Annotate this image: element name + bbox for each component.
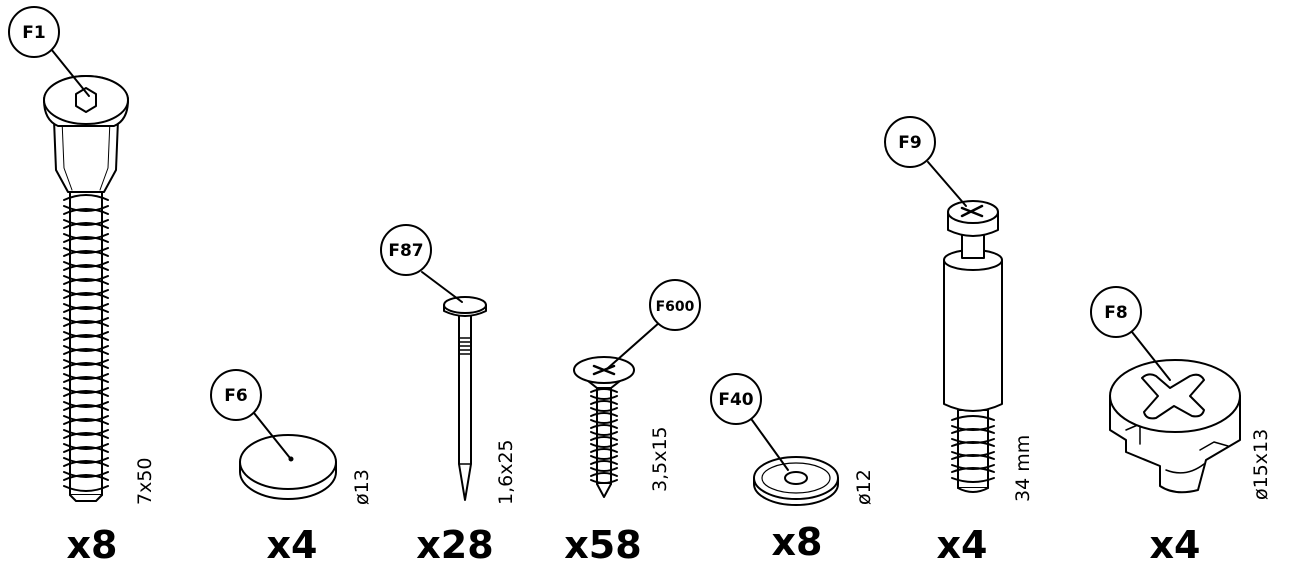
f87-label-circle bbox=[380, 224, 432, 276]
f6-disc-drawing bbox=[239, 434, 337, 500]
f8-leader-line bbox=[1131, 331, 1171, 381]
f87-leader-line bbox=[421, 271, 463, 303]
f6-label: F6 bbox=[224, 386, 247, 406]
f9-dimension: 34 mm bbox=[1012, 435, 1034, 502]
part-f9: F9 34 mm x4 bbox=[884, 116, 1034, 567]
f600-screw-drawing bbox=[573, 356, 635, 498]
f6-leader-line bbox=[249, 407, 291, 459]
part-f8: F8 ø15x13 x4 bbox=[1090, 286, 1272, 567]
f40-dimension: ø12 bbox=[853, 469, 875, 505]
f600-quantity: x58 bbox=[564, 523, 641, 565]
f40-washer-drawing bbox=[753, 456, 839, 506]
part-f600: F600 3,5x15 x58 bbox=[564, 279, 701, 567]
f6-quantity: x4 bbox=[267, 523, 318, 565]
f8-dimension: ø15x13 bbox=[1250, 429, 1272, 500]
f1-thread-group bbox=[63, 194, 109, 492]
f1-leader-line bbox=[46, 43, 90, 97]
f87-label: F87 bbox=[388, 241, 423, 261]
part-f1: F1 7x50 x8 bbox=[8, 6, 156, 567]
f1-dimension: 7x50 bbox=[134, 457, 156, 505]
part-f40: F40 ø12 x8 bbox=[710, 373, 875, 564]
f600-leader-line bbox=[607, 321, 661, 369]
f600-label-circle bbox=[649, 279, 701, 331]
f8-camlock-drawing bbox=[1109, 359, 1241, 494]
f8-quantity: x4 bbox=[1150, 523, 1201, 565]
f9-quantity: x4 bbox=[937, 523, 988, 565]
f1-label: F1 bbox=[22, 23, 45, 43]
f6-dimension: ø13 bbox=[351, 469, 373, 505]
f6-label-circle bbox=[210, 369, 262, 421]
part-f87: F87 1,6x25 x28 bbox=[380, 224, 517, 567]
f40-leader-line bbox=[751, 419, 789, 471]
f87-dimension: 1,6x25 bbox=[495, 439, 517, 505]
f87-nail-drawing bbox=[443, 296, 487, 501]
f40-label: F40 bbox=[718, 390, 753, 410]
f8-label-circle bbox=[1090, 286, 1142, 338]
f9-label: F9 bbox=[898, 133, 921, 153]
f1-quantity: x8 bbox=[67, 523, 118, 565]
f600-dimension: 3,5x15 bbox=[649, 426, 671, 492]
f87-quantity: x28 bbox=[416, 523, 493, 565]
f9-dowel-drawing bbox=[943, 200, 1003, 493]
f1-screw-drawing bbox=[43, 75, 129, 502]
f600-label: F600 bbox=[656, 299, 695, 315]
f9-label-circle bbox=[884, 116, 936, 168]
f8-label: F8 bbox=[1104, 303, 1127, 323]
f9-leader-line bbox=[927, 161, 967, 207]
f1-label-circle bbox=[8, 6, 60, 58]
f40-label-circle bbox=[710, 373, 762, 425]
part-f6: F6 ø13 x4 bbox=[210, 369, 373, 567]
f40-quantity: x8 bbox=[772, 520, 823, 564]
